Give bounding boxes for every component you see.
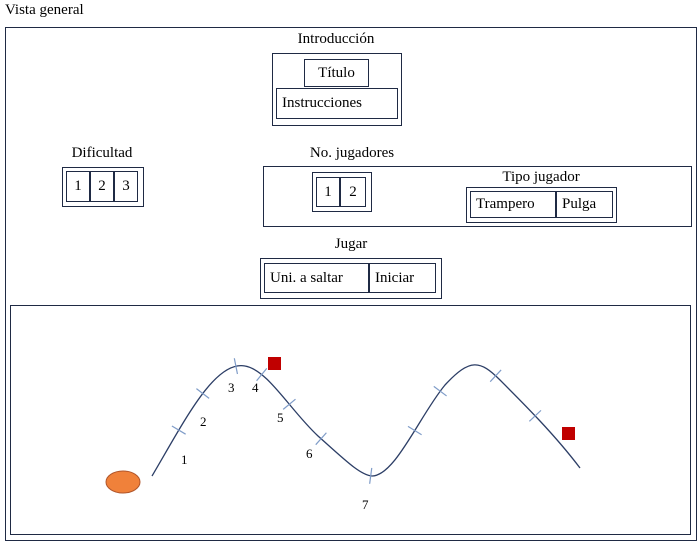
jump-track — [151, 364, 581, 477]
track-tick-9 — [433, 385, 447, 397]
play-panel — [260, 258, 442, 299]
players-panel — [263, 166, 692, 227]
player-type-title: Tipo jugador — [502, 169, 580, 185]
track-mark-4: 4 — [252, 380, 259, 395]
difficulty-title: Dificultad — [71, 145, 133, 161]
track-tick-8 — [407, 425, 422, 436]
track-tick-5 — [282, 398, 296, 410]
track-mark-1: 1 — [181, 452, 188, 467]
track-mark-5: 5 — [277, 410, 284, 425]
track-tick-3 — [233, 358, 239, 375]
track-tick-10 — [489, 369, 502, 383]
units-to-jump-field[interactable]: Uni. a saltar — [264, 263, 369, 293]
players-options-panel — [312, 172, 372, 212]
instructions-box[interactable]: Instrucciones — [276, 88, 398, 119]
player-type-pulga[interactable]: Pulga — [556, 191, 613, 218]
ball-icon[interactable] — [105, 470, 141, 494]
track-mark-6: 6 — [306, 446, 313, 461]
intro-panel — [272, 53, 402, 126]
players-title: No. jugadores — [309, 145, 395, 161]
difficulty-option-3[interactable]: 3 — [114, 171, 138, 202]
play-title: Jugar — [334, 236, 368, 252]
track-tick-7 — [369, 467, 373, 484]
track-tick-4 — [256, 368, 268, 382]
overview-frame — [5, 27, 697, 541]
flag-marker-1 — [268, 357, 281, 370]
flag-marker-2 — [562, 427, 575, 440]
title-box[interactable]: Título — [304, 59, 369, 87]
track-tick-1 — [171, 425, 186, 435]
players-option-1[interactable]: 1 — [316, 177, 340, 207]
difficulty-panel — [62, 167, 144, 207]
overview-title: Vista general — [5, 2, 84, 18]
intro-title: Introducción — [297, 31, 375, 47]
players-option-2[interactable]: 2 — [340, 177, 366, 207]
game-board — [10, 305, 691, 535]
track-tick-2 — [196, 388, 210, 399]
player-type-trampero[interactable]: Trampero — [470, 191, 556, 218]
track-mark-2: 2 — [200, 414, 207, 429]
track-tick-6 — [315, 432, 327, 446]
difficulty-option-2[interactable]: 2 — [90, 171, 114, 202]
track-ticks — [171, 358, 542, 484]
difficulty-option-1[interactable]: 1 — [66, 171, 90, 202]
track-tick-11 — [528, 409, 542, 422]
start-button[interactable]: Iniciar — [369, 263, 436, 293]
track-mark-7: 7 — [362, 497, 369, 512]
player-type-panel — [466, 187, 617, 223]
track-mark-3: 3 — [228, 380, 235, 395]
